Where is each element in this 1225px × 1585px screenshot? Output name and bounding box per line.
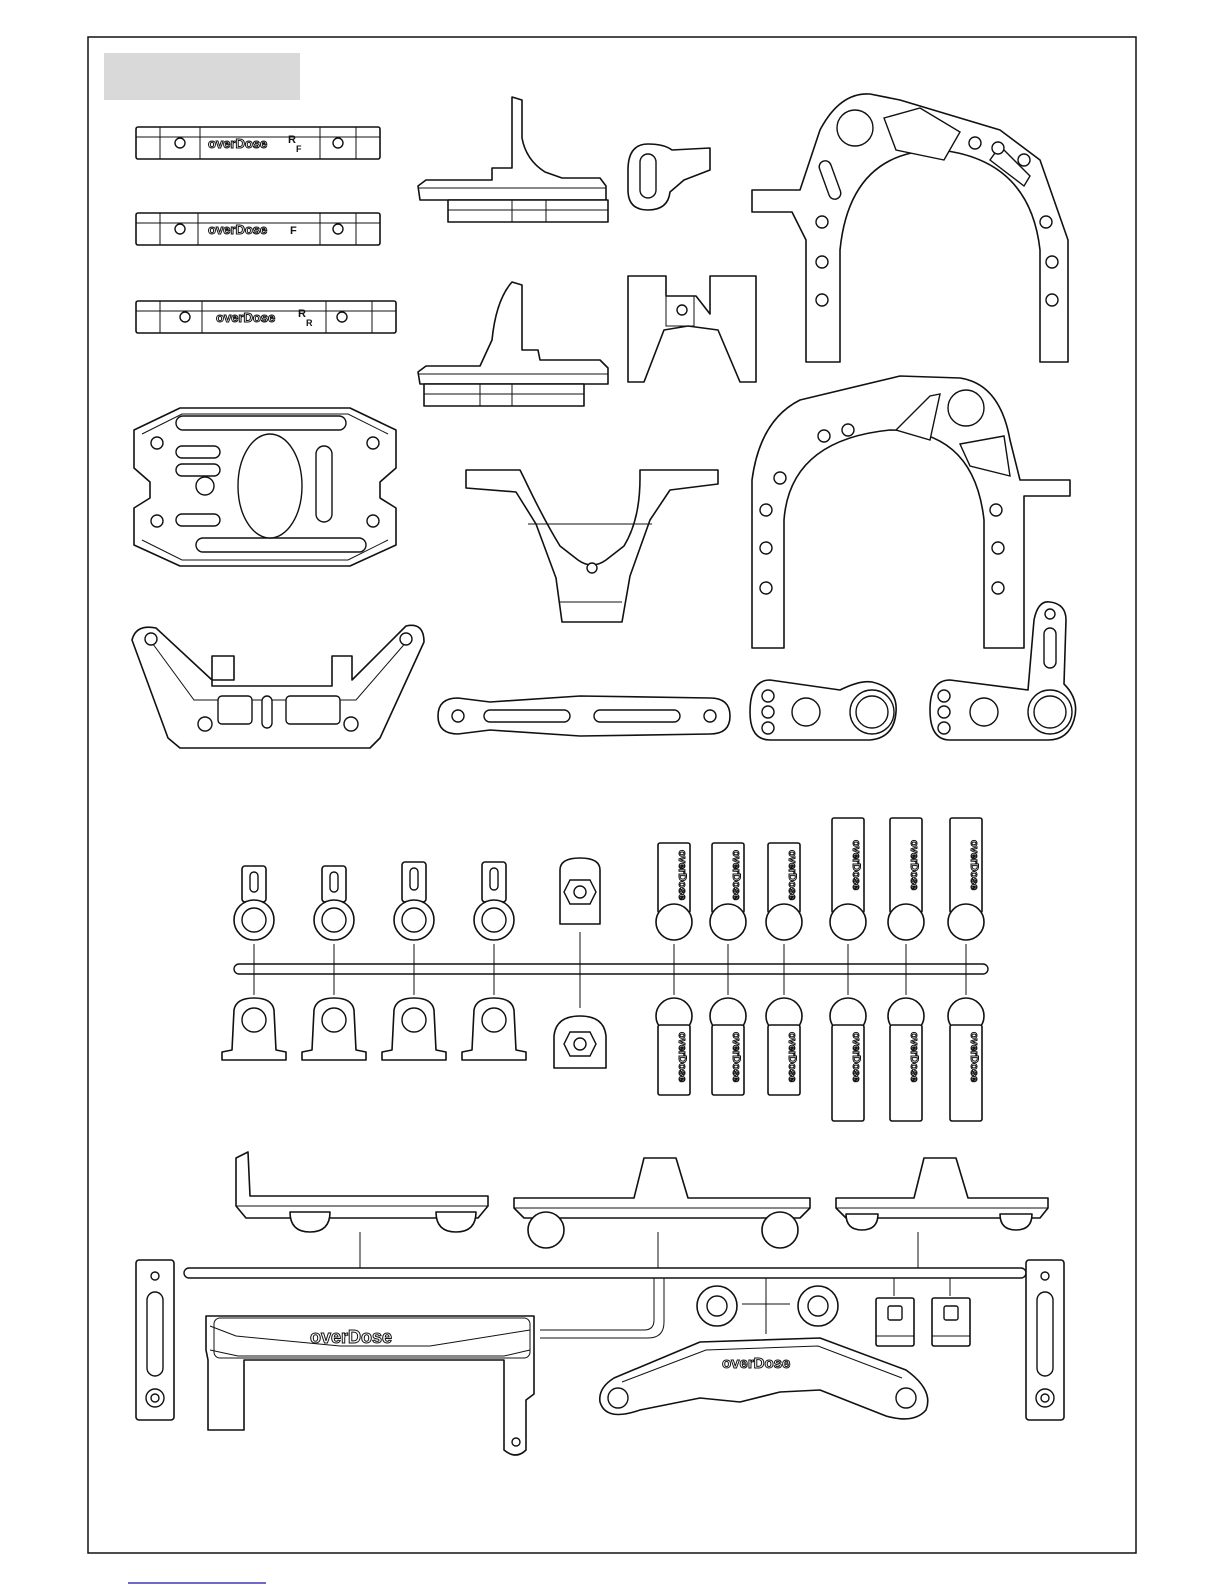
rod-end-bottom-6-logo: overDose: [968, 1032, 980, 1082]
rod-end-top-1-logo: overDose: [676, 850, 688, 900]
rod-end-bottom-1: overDose: [656, 998, 692, 1095]
ball-cup-bottom-4: [462, 998, 526, 1060]
rod-end-top-3-logo: overDose: [786, 850, 798, 900]
y-arm: [466, 470, 718, 622]
spacer-rf-label: R: [288, 134, 296, 146]
spacer-rr-label: R: [298, 308, 306, 320]
ball-cup-top-3: [394, 862, 434, 940]
ball-cup-top-1: [234, 866, 274, 940]
rod-end-bottom-3-logo: overDose: [786, 1032, 798, 1082]
sprue-ball-ends: overDose overDose overDose overDose over…: [222, 818, 988, 1121]
rod-end-bottom-2-logo: overDose: [730, 1032, 742, 1082]
rod-end-bottom-3: overDose: [766, 998, 802, 1095]
rod-end-top-5: overDose: [888, 818, 924, 940]
spacer-rr-sub: R: [306, 318, 313, 328]
ball-cup-bottom-1: [222, 998, 286, 1060]
rod-end-top-1: overDose: [656, 843, 692, 940]
rod-end-bottom-4-logo: overDose: [850, 1032, 862, 1082]
battery-holder: overDose: [206, 1316, 534, 1455]
rod-end-top-5-logo: overDose: [908, 840, 920, 890]
battery-holder-logo: overDose: [310, 1327, 392, 1347]
washer-right: [798, 1286, 838, 1326]
rod-end-bottom-5-logo: overDose: [908, 1032, 920, 1082]
rod-end-top-4: overDose: [830, 818, 866, 940]
post-left: [136, 1260, 174, 1420]
long-link: [438, 696, 730, 736]
spacer-rf-sub: F: [296, 144, 302, 154]
chassis-plate: [134, 408, 396, 566]
rod-end-top-3: overDose: [766, 843, 802, 940]
slot-tab: [628, 144, 710, 210]
rod-end-bottom-4: overDose: [830, 998, 866, 1121]
spacer-rf-logo: overDose: [208, 136, 267, 151]
spacer-rf: overDose R F: [136, 127, 380, 159]
spacer-rr-logo: overDose: [216, 310, 275, 325]
arch-frame-upper: [752, 94, 1068, 362]
rod-end-top-6-logo: overDose: [968, 840, 980, 890]
hex-holder-top: [560, 858, 600, 924]
rod-end-bottom-5: overDose: [888, 998, 924, 1121]
bumper-bracket-front: [132, 625, 424, 748]
arch-frame-lower: [752, 376, 1070, 648]
title-box: [104, 53, 300, 100]
spacer-f-logo: overDose: [208, 222, 267, 237]
l-bracket: [236, 1152, 488, 1232]
rod-end-top-6: overDose: [948, 818, 984, 940]
spacer-f: overDose F: [136, 213, 380, 245]
rod-end-bottom-2: overDose: [710, 998, 746, 1095]
post-right: [1026, 1260, 1064, 1420]
fin-bracket-lower: [418, 282, 608, 406]
tab-bracket-center: [514, 1158, 810, 1248]
curved-stay-logo: overDose: [722, 1355, 790, 1372]
rod-end-bottom-1-logo: overDose: [676, 1032, 688, 1082]
ball-cup-bottom-2: [302, 998, 366, 1060]
washer-left: [697, 1286, 737, 1326]
fin-bracket-upper: [418, 97, 608, 222]
sprue-body-mounts: overDose overDose: [136, 1152, 1064, 1455]
ball-cup-top-2: [314, 866, 354, 940]
steering-arm-left: [750, 680, 896, 740]
curved-stay: overDose: [600, 1338, 928, 1419]
spacer-f-label: F: [290, 225, 297, 237]
spacer-rr: overDose R R: [136, 301, 396, 333]
block-right: [932, 1298, 970, 1346]
hex-holder-bottom: [554, 1016, 606, 1068]
ball-cup-top-4: [474, 862, 514, 940]
rod-end-top-2: overDose: [710, 843, 746, 940]
tab-bracket-right: [836, 1158, 1048, 1230]
h-bracket: [628, 276, 756, 382]
rod-end-top-4-logo: overDose: [850, 840, 862, 890]
block-left: [876, 1298, 914, 1346]
rod-end-bottom-6: overDose: [948, 998, 984, 1121]
ball-cup-bottom-3: [382, 998, 446, 1060]
rod-end-top-2-logo: overDose: [730, 850, 742, 900]
